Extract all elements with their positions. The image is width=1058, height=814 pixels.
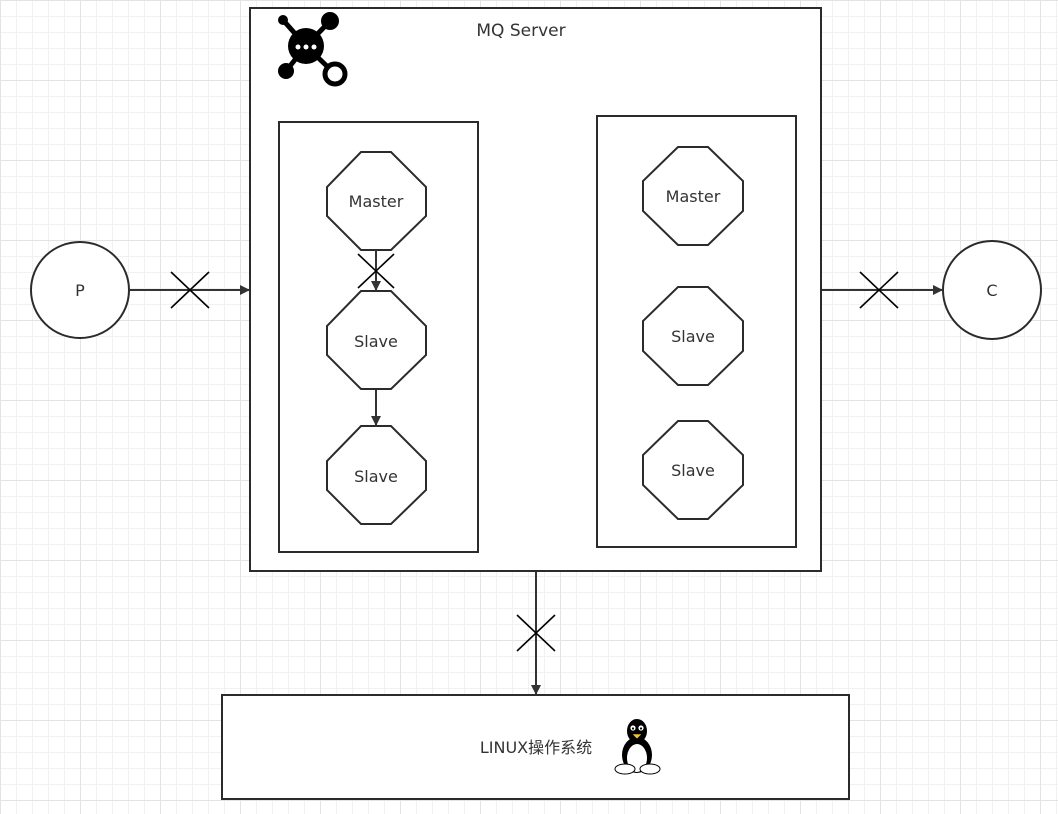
node-master-left[interactable]: Master — [326, 151, 427, 251]
node-master-right[interactable]: Master — [642, 146, 744, 246]
svg-text:Slave: Slave — [354, 467, 398, 486]
consumer-node[interactable]: C — [942, 240, 1042, 340]
os-label: LINUX操作系统 — [480, 738, 592, 757]
blocked-x-producer — [170, 271, 210, 309]
linux-os-box[interactable]: LINUX操作系统 — [221, 694, 850, 800]
blocked-x-master-slave — [357, 253, 395, 289]
node-slave-left-2[interactable]: Slave — [326, 425, 427, 525]
svg-text:Slave: Slave — [671, 327, 715, 346]
blocked-x-os — [516, 614, 556, 652]
svg-text:Master: Master — [349, 192, 404, 211]
linux-penguin-icon — [614, 719, 661, 775]
producer-node[interactable]: P — [30, 241, 130, 339]
svg-text:C: C — [986, 281, 997, 300]
blocked-x-consumer — [859, 271, 899, 309]
svg-text:Slave: Slave — [354, 332, 398, 351]
svg-text:P: P — [75, 281, 85, 300]
network-hub-icon — [278, 12, 348, 87]
node-slave-left-1[interactable]: Slave — [326, 290, 427, 390]
svg-text:Master: Master — [666, 187, 721, 206]
node-slave-right-1[interactable]: Slave — [642, 286, 744, 386]
svg-text:Slave: Slave — [671, 461, 715, 480]
node-slave-right-2[interactable]: Slave — [642, 420, 744, 520]
mq-server-title: MQ Server — [476, 21, 565, 41]
